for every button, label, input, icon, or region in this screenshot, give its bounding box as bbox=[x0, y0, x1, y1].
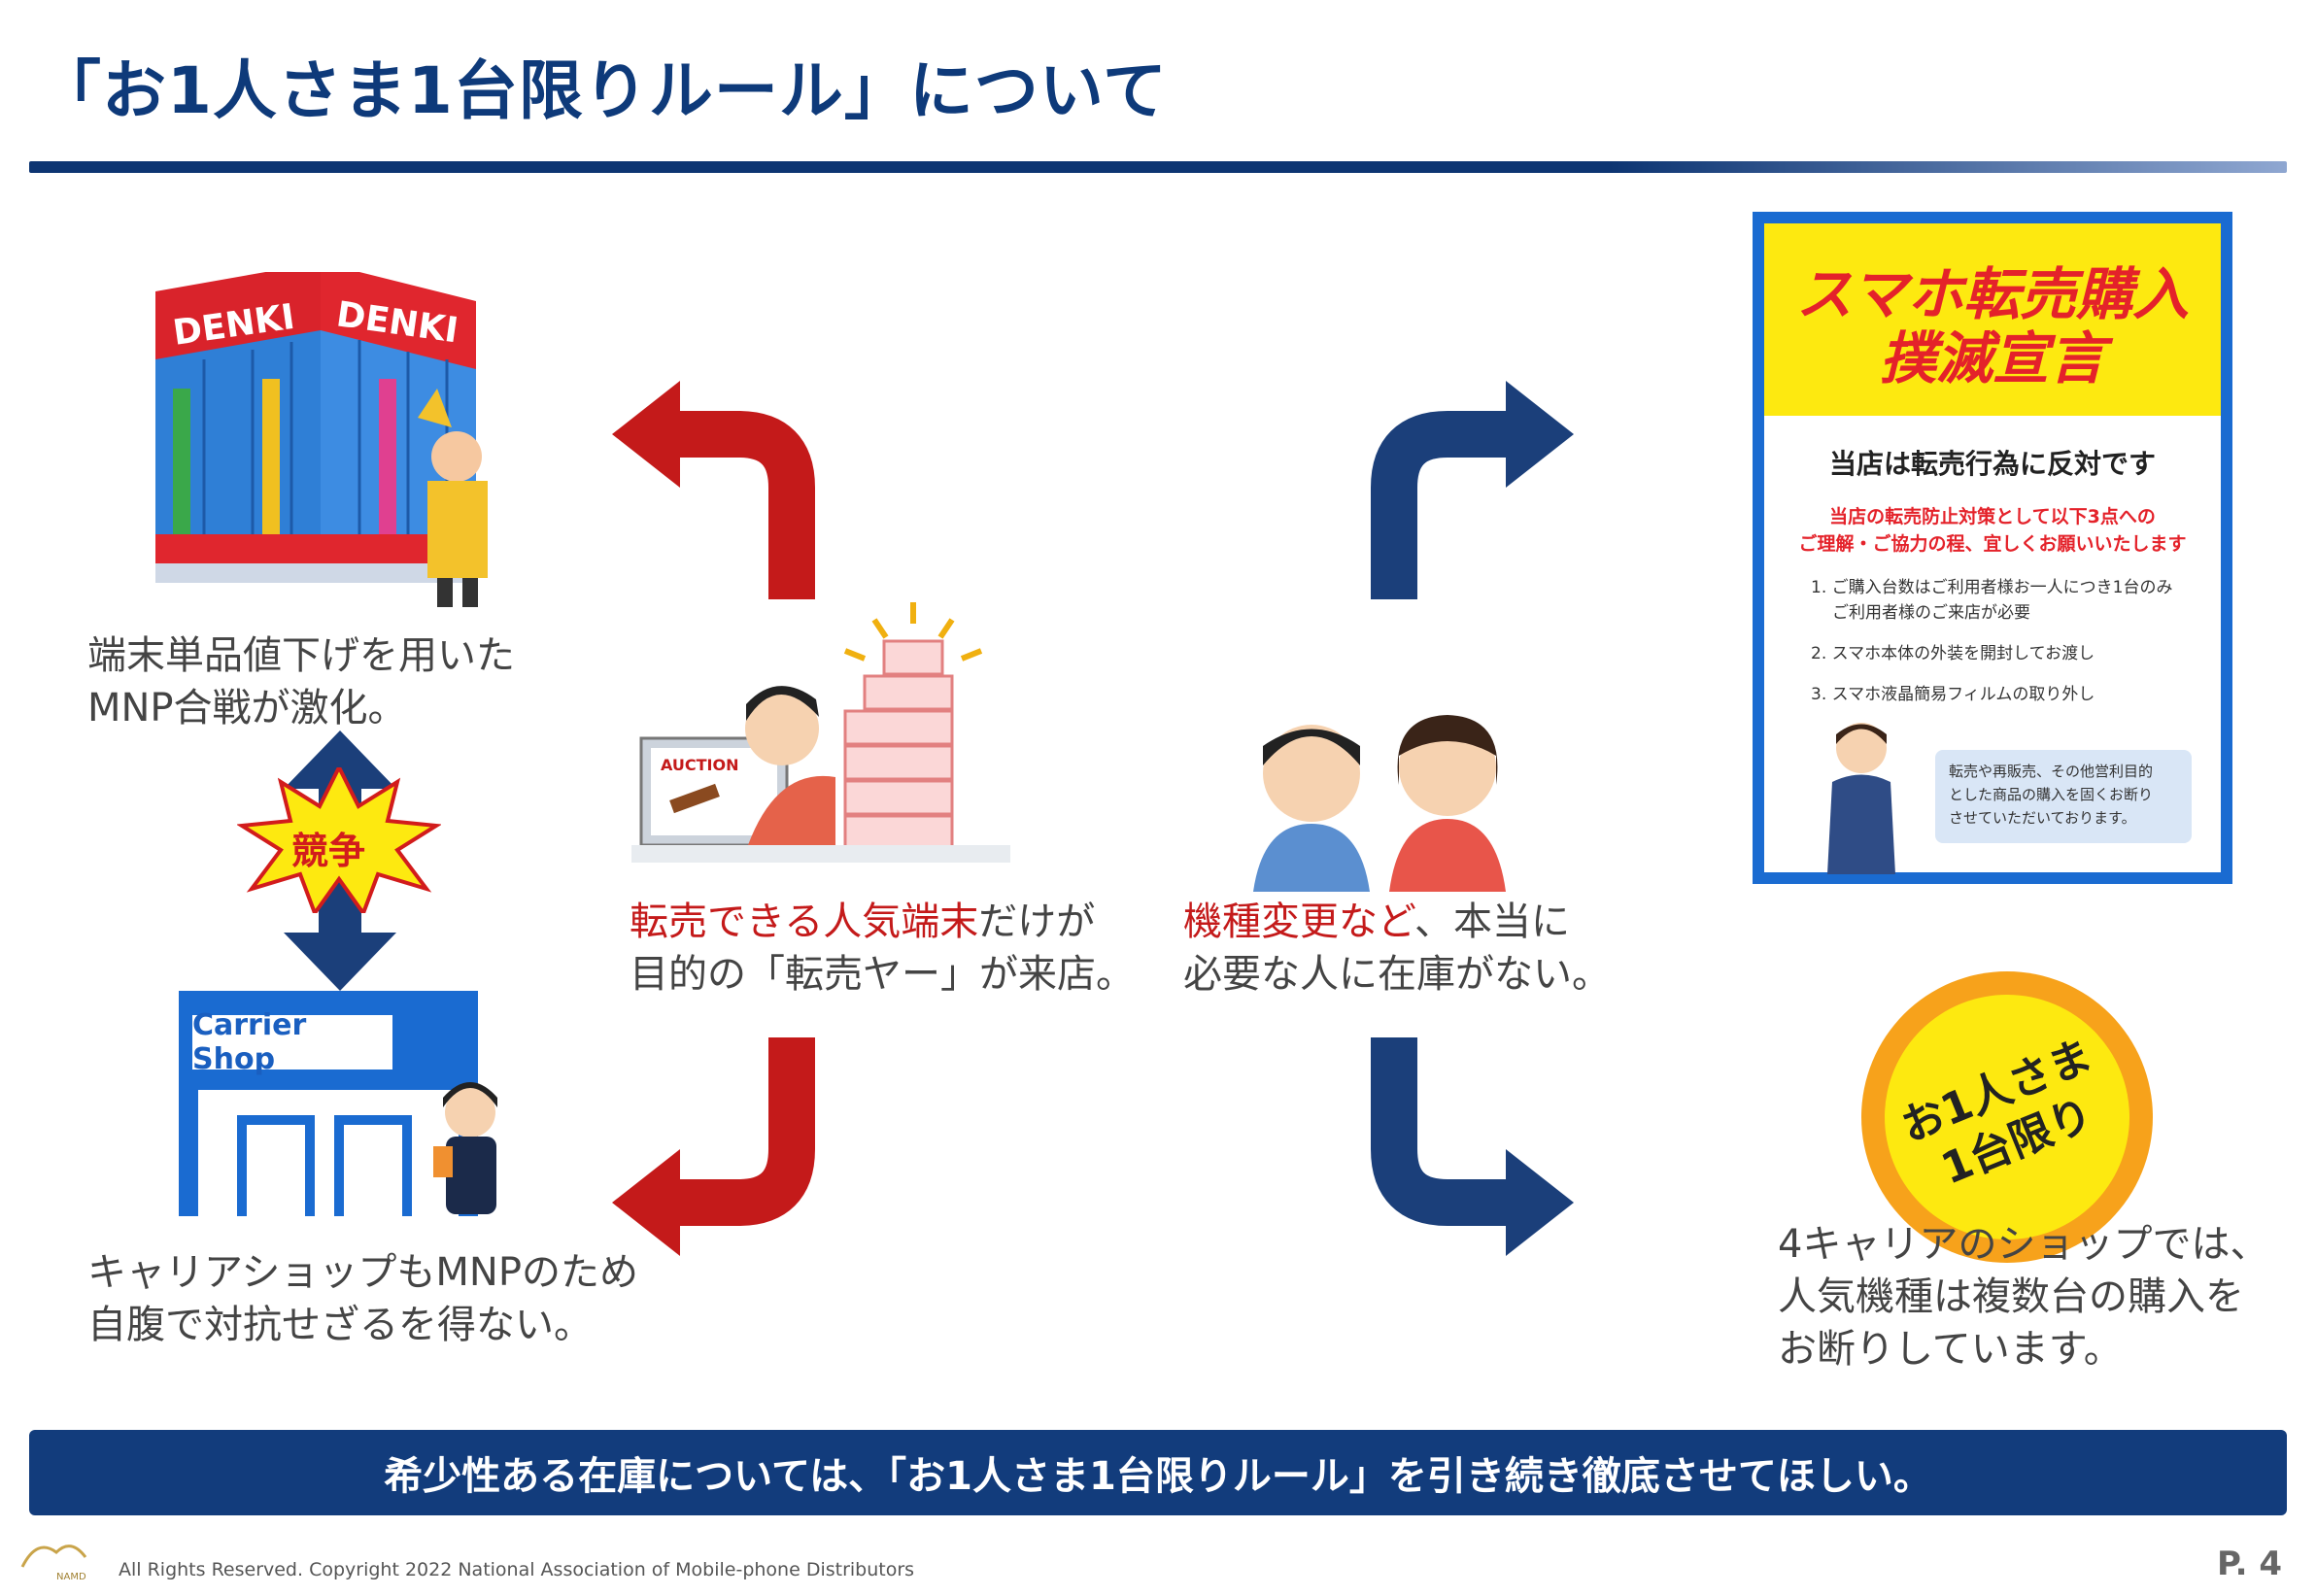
blue-arrow-down-right-icon bbox=[1371, 1037, 1574, 1256]
poster-header bbox=[1764, 223, 2221, 416]
burst-icon bbox=[237, 767, 441, 913]
poster-rules-list: 1. ご購入台数はご利用者様お一人につき1台のみ ご利用者様のご来店が必要 2.… bbox=[1811, 575, 2172, 723]
poster-notice: 当店の転売防止対策として以下3点への ご理解・ご協力の程、宜しくお願いいたします bbox=[1764, 503, 2221, 558]
poster-note: 転売や再販売、その他営利目的 とした商品の購入を固くお断り させていただいており… bbox=[1935, 750, 2192, 843]
reseller-illustration: AUCTION bbox=[631, 602, 1010, 863]
page-title: 「お1人さま1台限りルール」について bbox=[37, 53, 1168, 128]
caption-text: 、本当に bbox=[1414, 900, 1570, 944]
auction-label: AUCTION bbox=[661, 756, 738, 774]
copyright-footer: All Rights Reserved. Copyright 2022 Nati… bbox=[119, 1559, 915, 1580]
poster-title-line: 撲滅宣言 bbox=[1879, 325, 2105, 391]
poster-rule-item: 3. スマホ液晶簡易フィルムの取り外し bbox=[1811, 685, 2095, 704]
caption-line: 人気機種は複数台の購入を bbox=[1778, 1274, 2244, 1319]
caption-line: 4キャリアのショップでは、 bbox=[1778, 1222, 2269, 1267]
caption-line: 端末単品値下げを用いた bbox=[87, 633, 515, 678]
troubled-customers-illustration bbox=[1253, 715, 1506, 892]
caption-carrier-policy: 4キャリアのショップでは、 人気機種は複数台の購入を お断りしています。 bbox=[1778, 1218, 2268, 1375]
poster-notice-line: 当店の転売防止対策として以下3点への bbox=[1829, 506, 2156, 527]
page-number: P. 4 bbox=[2217, 1545, 2283, 1583]
caption-highlight: 機種変更など bbox=[1183, 900, 1414, 944]
bowing-clerk-illustration bbox=[1827, 723, 1895, 874]
anti-resale-poster: スマホ転売購入 撲滅宣言 当店は転売行為に反対です 当店の転売防止対策として以下… bbox=[1753, 212, 2232, 884]
carrier-shop-sign: Carrier Shop bbox=[192, 1008, 392, 1076]
poster-title-line: スマホ転売購入 bbox=[1795, 261, 2190, 327]
poster-note-line: とした商品の購入を固くお断り bbox=[1949, 786, 2154, 803]
caption-line: 自腹で対抗せざるを得ない。 bbox=[87, 1303, 593, 1347]
namd-logo: NAMD bbox=[20, 1545, 87, 1582]
poster-note-line: 転売や再販売、その他営利目的 bbox=[1949, 763, 2154, 780]
caption-line: 必要な人に在庫がない。 bbox=[1183, 952, 1611, 997]
poster-rule-text: ご利用者様のご来店が必要 bbox=[1832, 603, 2030, 623]
caption-text: だけが bbox=[978, 900, 1096, 944]
competition-label: 競争 bbox=[291, 830, 366, 872]
red-arrow-down-left-icon bbox=[612, 1037, 815, 1256]
poster-rule-text: 1. ご購入台数はご利用者様お一人につき1台のみ bbox=[1811, 578, 2173, 597]
poster-rule-item: 1. ご購入台数はご利用者様お一人につき1台のみ ご利用者様のご来店が必要 bbox=[1811, 575, 2172, 626]
poster-rule-item: 2. スマホ本体の外装を開封してお渡し bbox=[1811, 644, 2095, 663]
caption-line: 目的の「転売ヤー」が来店。 bbox=[630, 952, 1135, 997]
poster-subtitle: 当店は転売行為に反対です bbox=[1828, 448, 2156, 480]
caption-highlight: 転売できる人気端末 bbox=[630, 900, 979, 944]
electronics-store-illustration: DENKI DENKI bbox=[155, 272, 488, 607]
poster-notice-line: ご理解・ご協力の程、宜しくお願いいたします bbox=[1798, 533, 2187, 555]
caption-resellers: 転売できる人気端末だけが 目的の「転売ヤー」が来店。 bbox=[630, 896, 1135, 1001]
caption-line: キャリアショップもMNPのため bbox=[87, 1250, 638, 1295]
logo-text: NAMD bbox=[56, 1572, 86, 1582]
poster-note-line: させていただいております。 bbox=[1949, 809, 2136, 827]
caption-line: お断りしています。 bbox=[1778, 1327, 2123, 1372]
caption-carrier-shop: キャリアショップもMNPのため 自腹で対抗せざるを得ない。 bbox=[87, 1246, 638, 1351]
red-arrow-up-left-icon bbox=[612, 381, 815, 599]
blue-arrow-up-right-icon bbox=[1371, 381, 1574, 599]
request-banner: 希少性ある在庫については、「お1人さま1台限りルール」を引き続き徹底させてほしい… bbox=[29, 1430, 2287, 1515]
caption-mnp-competition: 端末単品値下げを用いた MNP合戦が激化。 bbox=[87, 629, 515, 734]
caption-line: MNP合戦が激化。 bbox=[87, 686, 407, 730]
poster-title: スマホ転売購入 撲滅宣言 bbox=[1764, 262, 2221, 391]
caption-no-stock: 機種変更など、本当に 必要な人に在庫がない。 bbox=[1183, 896, 1611, 1001]
one-per-person-badge: お1人さま 1台限り bbox=[1847, 957, 2167, 1277]
title-divider bbox=[29, 161, 2287, 173]
